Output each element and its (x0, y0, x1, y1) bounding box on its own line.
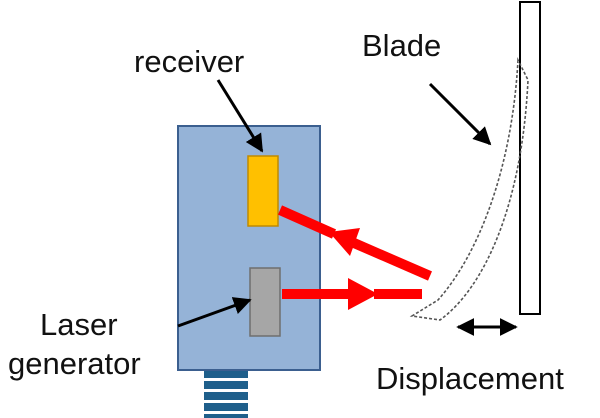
blade-rest (519, 1, 541, 315)
blade-label: Blade (362, 28, 441, 63)
receiver-pointer-arrow (216, 79, 264, 153)
connector-cable (204, 370, 248, 418)
receiver-label: receiver (134, 44, 244, 79)
laser-pointer-arrow (177, 297, 252, 328)
laser-label-line1: Laser (40, 307, 118, 342)
blade-pointer-arrow (428, 82, 492, 146)
blade-deflected (409, 56, 529, 321)
displacement-label: Displacement (376, 361, 564, 396)
laser-label-line2: generator (8, 346, 141, 381)
receiver-element (247, 155, 279, 227)
reflected-laser-beam (277, 205, 432, 281)
connector-base (204, 370, 248, 418)
emitted-laser-beam (282, 278, 422, 310)
laser-generator-element (249, 267, 281, 337)
